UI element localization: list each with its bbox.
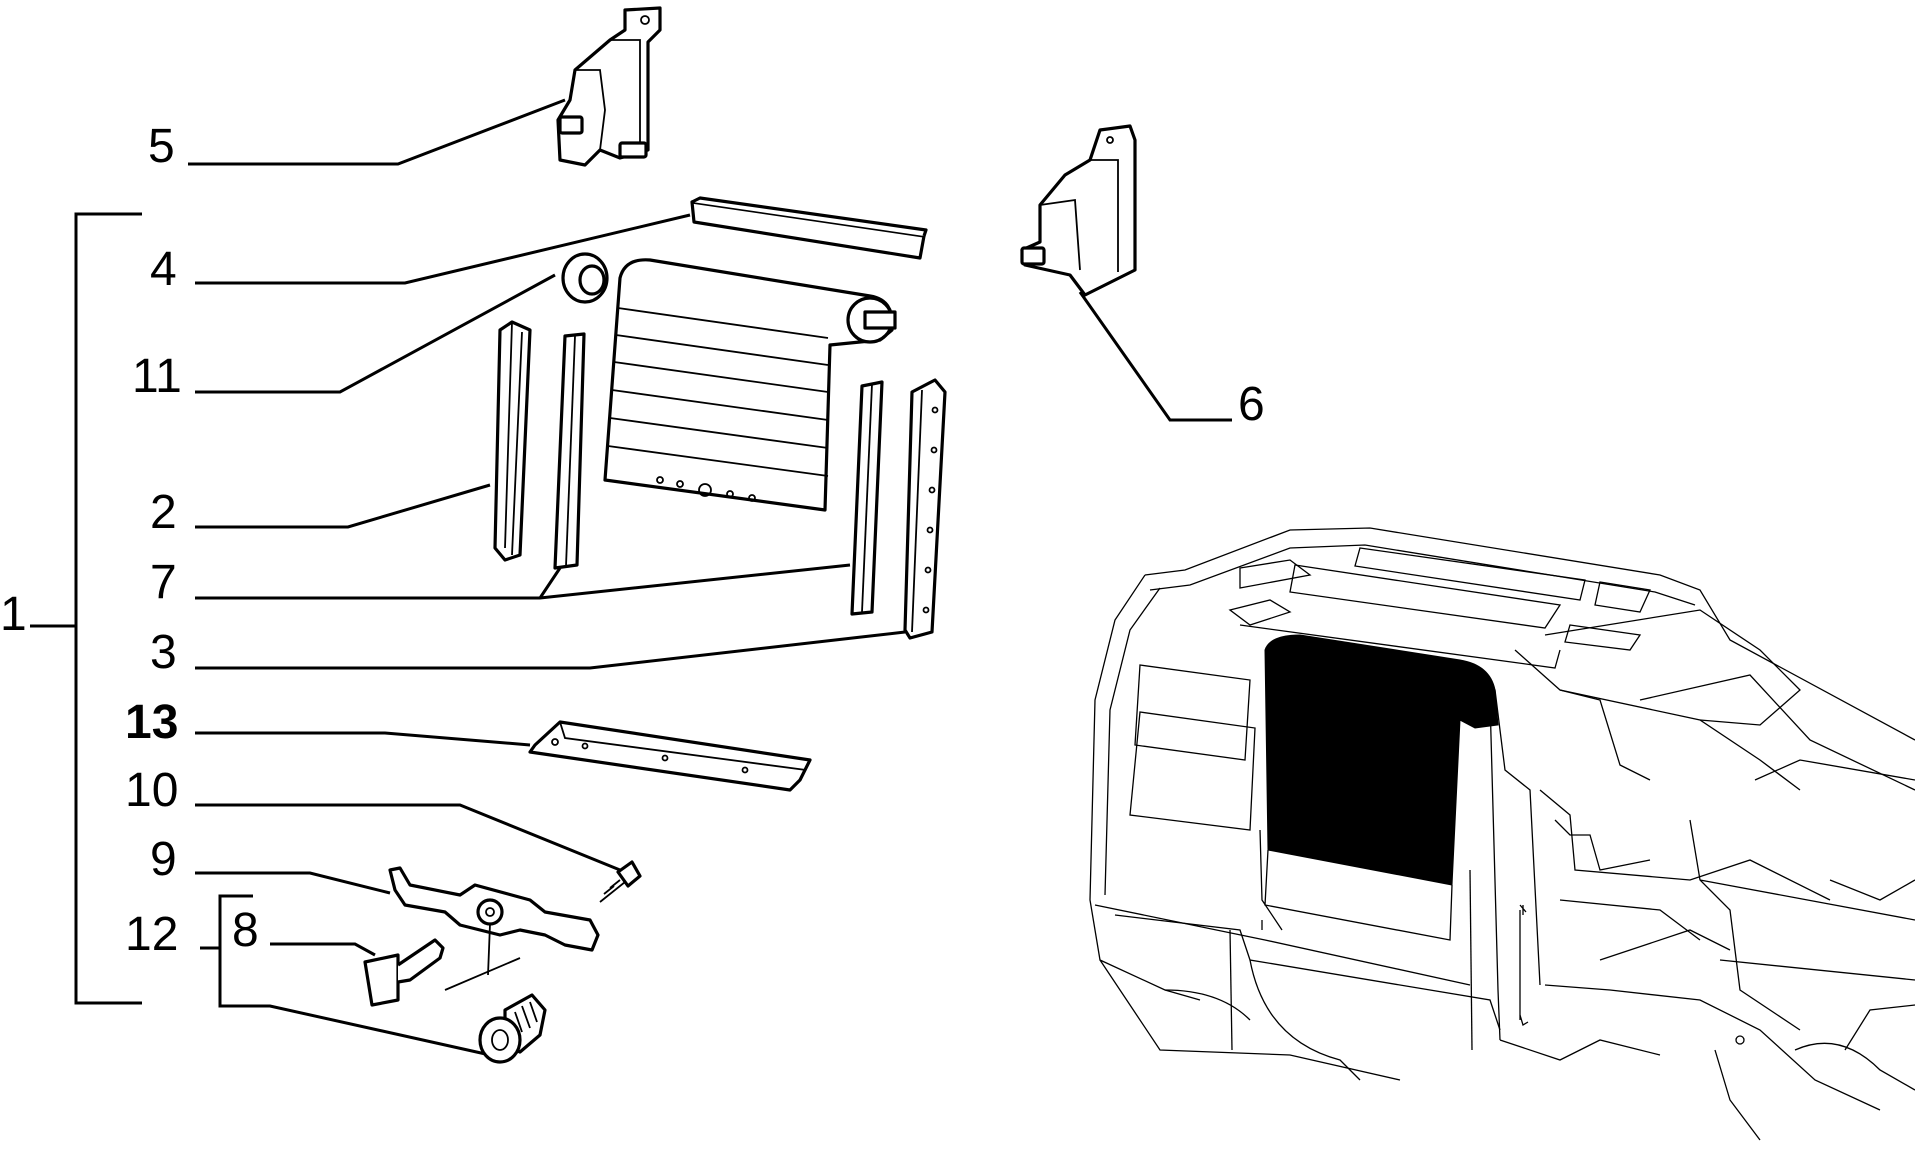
callout-9: 9 bbox=[150, 833, 177, 886]
van-body-outline bbox=[1089, 527, 1915, 1141]
leader-5 bbox=[188, 98, 566, 166]
leader-9 bbox=[195, 871, 391, 895]
part-10-screw bbox=[599, 860, 642, 903]
callout-11: 11 bbox=[132, 350, 182, 403]
highlight-shutter-panel bbox=[1264, 634, 1499, 886]
part-2-left-guide bbox=[493, 320, 532, 562]
leader-11 bbox=[195, 273, 556, 394]
callout-4: 4 bbox=[150, 243, 177, 296]
part-6-hinge-bracket bbox=[1020, 124, 1137, 297]
part-5-hinge-bracket bbox=[556, 6, 662, 167]
part-3-right-guide bbox=[903, 378, 947, 640]
callout-12: 12 bbox=[125, 908, 178, 961]
guide-holes bbox=[922, 406, 939, 614]
group-bracket-1 bbox=[30, 212, 142, 1005]
callout-5: 5 bbox=[148, 120, 175, 173]
leader-7 bbox=[195, 563, 851, 600]
callout-3: 3 bbox=[150, 626, 177, 679]
part-7-seal-right bbox=[850, 380, 884, 616]
roller-shutter bbox=[603, 258, 897, 512]
part-12-lock-cylinder bbox=[478, 993, 547, 1064]
callout-8: 8 bbox=[232, 904, 259, 957]
leader-7b bbox=[538, 567, 562, 599]
leader-6 bbox=[1078, 291, 1232, 422]
part-9-lock-bracket bbox=[388, 866, 600, 991]
callout-7: 7 bbox=[150, 556, 177, 609]
leader-4 bbox=[195, 213, 691, 285]
leader-lines bbox=[188, 98, 1232, 957]
leader-2 bbox=[195, 483, 491, 529]
leader-10 bbox=[195, 803, 621, 872]
group-bracket-12 bbox=[200, 894, 491, 1057]
leader-8 bbox=[270, 942, 376, 957]
callout-1: 1 bbox=[0, 588, 27, 641]
part-13-sill-plate bbox=[528, 720, 812, 792]
leader-3 bbox=[195, 630, 906, 670]
part-7-seal-left bbox=[553, 332, 586, 570]
callout-6: 6 bbox=[1238, 378, 1265, 431]
part-11-washer bbox=[561, 252, 609, 304]
callout-13: 13 bbox=[125, 696, 178, 749]
callout-2: 2 bbox=[150, 486, 177, 539]
callout-10: 10 bbox=[125, 764, 178, 817]
shutter-slots bbox=[656, 476, 756, 502]
part-8-key bbox=[363, 938, 445, 1007]
part-4-top-bar bbox=[690, 196, 928, 260]
leader-13 bbox=[195, 731, 531, 747]
van-shutter-highlight bbox=[1264, 634, 1499, 941]
